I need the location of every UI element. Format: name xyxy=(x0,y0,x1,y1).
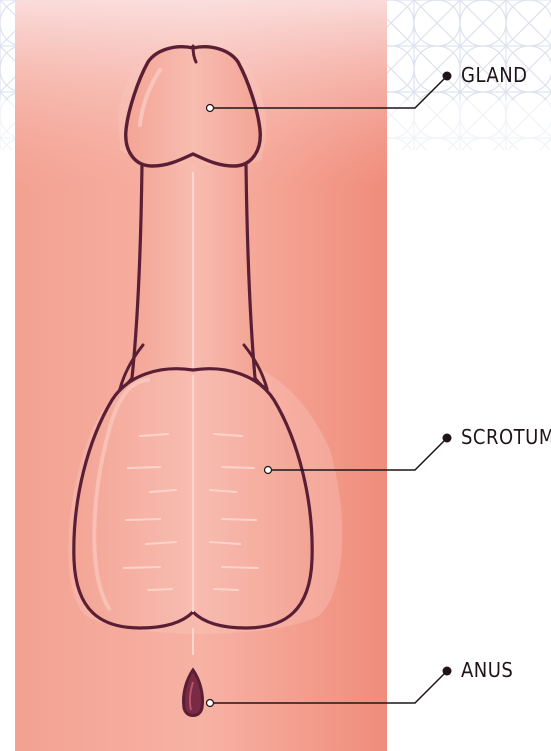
leader-gland xyxy=(205,71,452,113)
anus-shape xyxy=(182,667,204,717)
crease-right xyxy=(242,343,269,391)
crease-left xyxy=(118,343,145,391)
label-anus: ANUS xyxy=(461,658,513,682)
leader-scrotum xyxy=(263,433,452,475)
urethral-opening xyxy=(191,44,198,64)
leader-anus xyxy=(205,666,452,708)
scrotum-wrinkles xyxy=(123,433,259,591)
label-gland: GLAND xyxy=(461,63,528,87)
scrotum-shading xyxy=(92,378,151,612)
anus-highlight xyxy=(188,681,194,711)
glans xyxy=(124,45,262,168)
label-scrotum: SCROTUM xyxy=(461,425,551,449)
glans-highlight xyxy=(138,68,162,127)
